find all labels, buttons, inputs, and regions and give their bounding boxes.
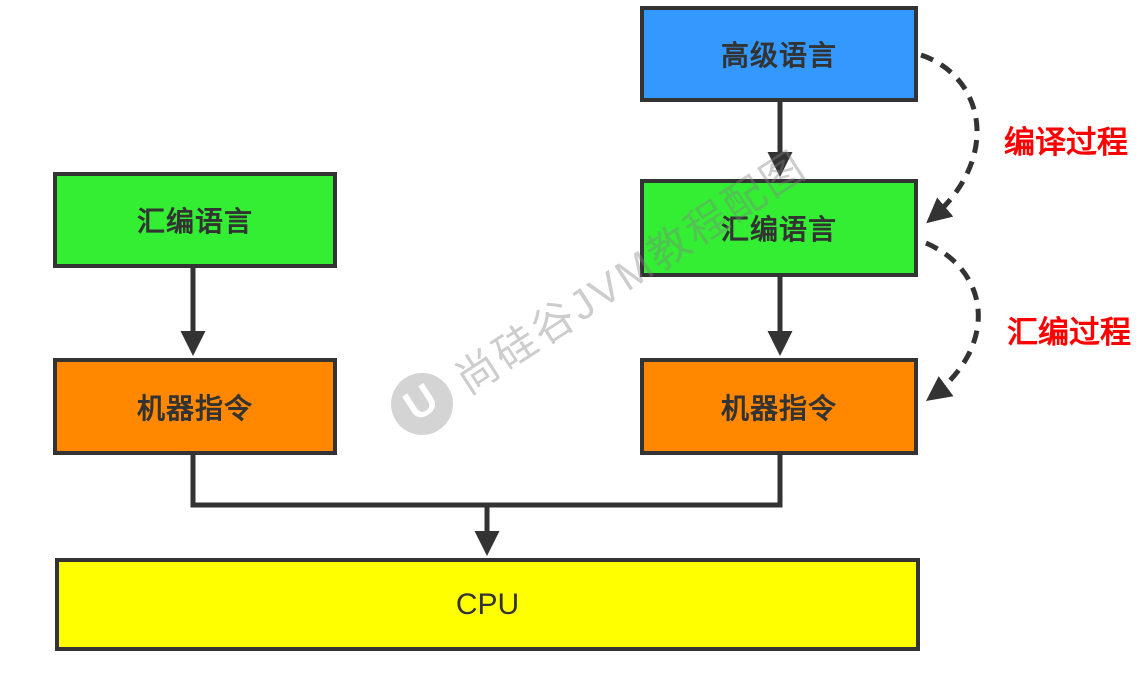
node-assembly-language-left-label: 汇编语言 (136, 206, 253, 237)
node-machine-instructions-left: 机器指令 (53, 358, 337, 455)
node-cpu: CPU (55, 558, 920, 651)
dashed-arc-compile-process (920, 52, 980, 224)
compile-process-label: 编译过程 (1004, 125, 1128, 160)
node-assembly-language-right: 汇编语言 (640, 179, 918, 277)
node-machine-instructions-left-label: 机器指令 (136, 392, 253, 424)
node-assembly-language-left: 汇编语言 (53, 172, 337, 268)
assemble-process-label: 汇编过程 (1007, 315, 1131, 350)
node-machine-instructions-right-label: 机器指令 (720, 392, 837, 424)
node-cpu-label: CPU (455, 587, 520, 621)
node-high-level-language: 高级语言 (640, 6, 918, 102)
node-assembly-language-right-label: 汇编语言 (720, 214, 837, 245)
node-high-level-language-label: 高级语言 (720, 40, 837, 71)
dashed-arc-assemble-process (924, 240, 981, 401)
connector-machine-to-cpu-bus (190, 452, 783, 508)
node-machine-instructions-right: 机器指令 (640, 358, 918, 455)
